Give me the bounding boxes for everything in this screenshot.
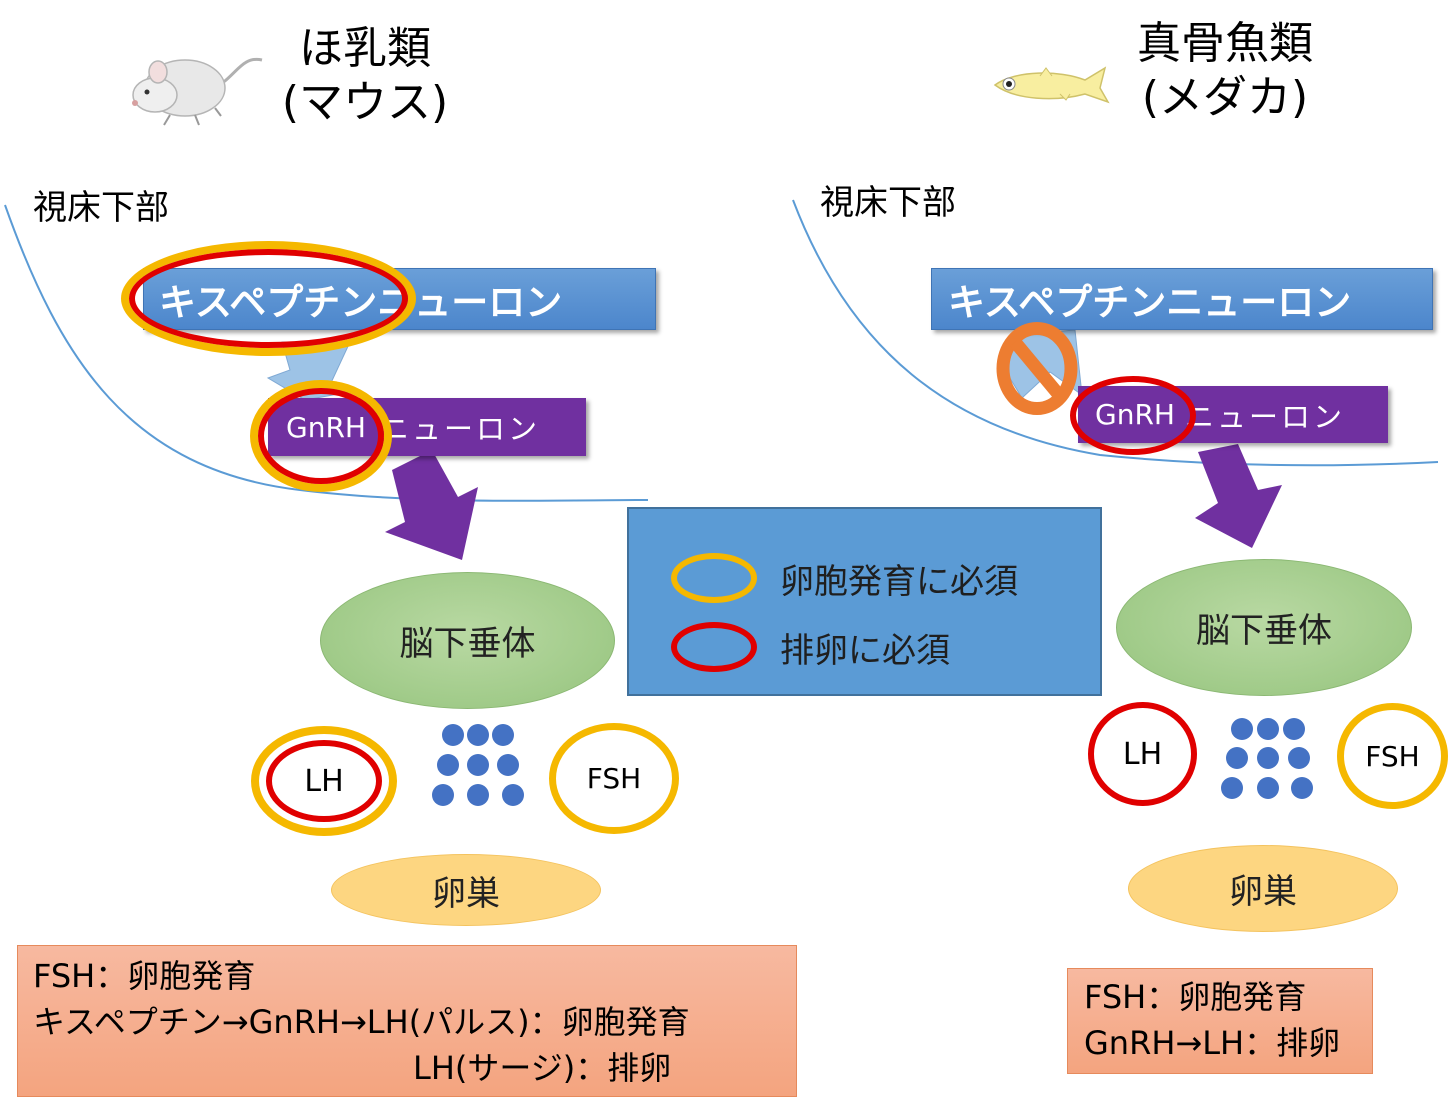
legend-follicle-ring: [671, 553, 757, 603]
right-kisspeptin-neuron-box: キスペプチンニューロン: [931, 268, 1433, 330]
left-note-line3: LH(サージ)：排卵: [413, 1049, 672, 1087]
left-pituitary: 脳下垂体: [320, 572, 615, 709]
hypothalamus-boundary-right: [792, 199, 1439, 467]
left-gnrh-neuron-suffix: ニューロン: [379, 412, 540, 446]
left-gnrh-follicle-ring: [250, 380, 392, 492]
right-kisspeptin-neuron-label: キスペプチンニューロン: [948, 281, 1352, 324]
gnrh-to-pituitary-arrow-left: [385, 450, 478, 560]
legend-follicle-label: 卵胞発育に必須: [780, 562, 1018, 602]
legend-box: 卵胞発育に必須 排卵に必須: [627, 507, 1102, 696]
left-fsh: FSH: [549, 723, 679, 834]
right-gnrh-neuron-suffix: ニューロン: [1184, 399, 1345, 434]
left-lh-follicle-ring: LH: [251, 726, 397, 836]
legend-ovulation-ring: [671, 622, 757, 672]
prohibition-icon: [996, 322, 1078, 415]
left-kisspeptin-ovulation-ring: [129, 249, 408, 348]
left-title-line1: ほ乳類: [299, 23, 431, 74]
right-lh-label: LH: [1122, 736, 1163, 772]
left-gnrh-ovulation-ring: [258, 388, 384, 484]
right-fsh-label: FSH: [1365, 739, 1420, 773]
right-fsh: FSH: [1337, 703, 1448, 809]
left-kisspeptin-follicle-ring: [121, 241, 416, 356]
mouse-icon: [132, 57, 263, 126]
left-note-line1: FSH：卵胞発育: [33, 957, 256, 995]
left-lh-label: LH: [304, 763, 344, 799]
right-note-box: FSH：卵胞発育 GnRH→LH：排卵: [1067, 968, 1373, 1074]
left-note-line2: キスペプチン→GnRH→LH(パルス)：卵胞発育: [33, 1003, 690, 1041]
right-gnrh-ovulation-ring: [1070, 376, 1196, 455]
right-title: 真骨魚類 (メダカ): [1110, 17, 1340, 125]
right-title-line1: 真骨魚類: [1137, 18, 1313, 69]
left-ovary: 卵巣: [331, 854, 601, 926]
right-note-line2: GnRH→LH：排卵: [1084, 1024, 1341, 1062]
hormone-dots-right: [1221, 718, 1313, 799]
hypothalamus-boundary-left: [4, 204, 649, 502]
left-title-line2: (マウス): [281, 77, 449, 128]
left-fsh-label: FSH: [586, 762, 642, 795]
legend-ovulation-label: 排卵に必須: [780, 631, 950, 671]
right-ovary: 卵巣: [1128, 845, 1398, 932]
left-hypothalamus-label: 視床下部: [33, 188, 169, 228]
right-hypothalamus-label: 視床下部: [820, 183, 956, 223]
right-pituitary: 脳下垂体: [1116, 559, 1412, 696]
hormone-dots-left: [432, 724, 524, 806]
medaka-fish-icon: [993, 66, 1110, 104]
left-title: ほ乳類 (マウス): [255, 22, 475, 130]
right-title-line2: (メダカ): [1141, 72, 1309, 123]
left-lh: LH: [266, 740, 382, 822]
gnrh-to-pituitary-arrow-right: [1195, 444, 1282, 548]
right-note-line1: FSH：卵胞発育: [1084, 978, 1307, 1016]
right-lh: LH: [1088, 702, 1197, 806]
left-note-box: FSH：卵胞発育 キスペプチン→GnRH→LH(パルス)：卵胞発育 LH(サージ…: [17, 945, 797, 1097]
